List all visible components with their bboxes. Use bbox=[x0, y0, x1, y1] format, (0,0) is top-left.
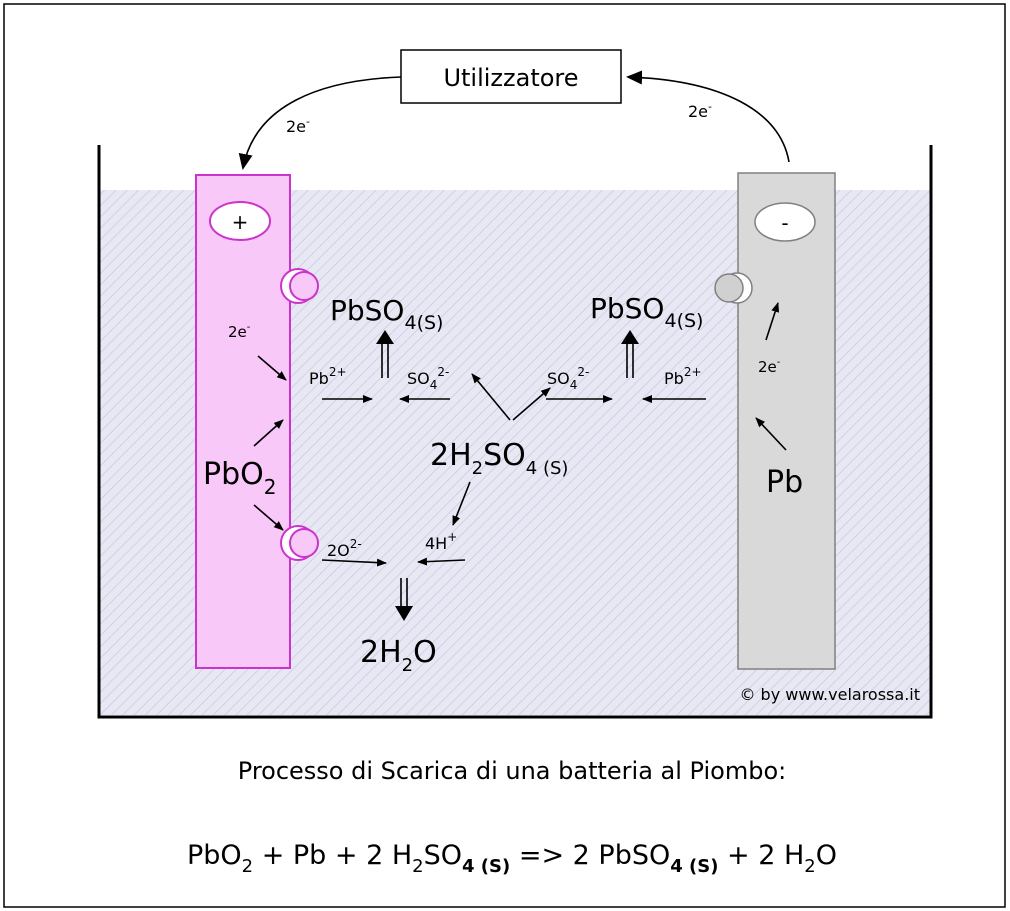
water-arrow-head bbox=[395, 606, 413, 621]
arrow-acid-to-so4-right bbox=[512, 387, 551, 421]
positive-plate bbox=[195, 174, 291, 669]
reactant-acid: 2H2SO4 (S) bbox=[430, 438, 568, 479]
precipitate-arrow-left bbox=[381, 340, 389, 378]
ion-so4-right: SO42- bbox=[547, 365, 589, 392]
anode-material: PbO2 bbox=[203, 457, 276, 499]
electron-label-left-plate: 2e- bbox=[228, 322, 251, 341]
positive-terminal bbox=[209, 201, 271, 241]
arrow-acid-to-so4-left bbox=[471, 373, 511, 421]
electron-label-right-top: 2e- bbox=[688, 100, 712, 121]
anode-ion-top bbox=[289, 271, 319, 301]
arrow-pbo2-to-top bbox=[253, 419, 284, 447]
arrow-acid-to-h bbox=[452, 481, 471, 526]
arrow-h bbox=[417, 557, 466, 566]
cathode-ion bbox=[714, 273, 744, 303]
electron-label-right-plate: 2e- bbox=[758, 357, 781, 376]
arrow-o2 bbox=[321, 558, 387, 567]
caption: Processo di Scarica di una batteria al P… bbox=[238, 757, 786, 785]
ion-pb-right: Pb2+ bbox=[664, 365, 702, 388]
negative-terminal bbox=[754, 202, 816, 242]
overall-equation: PbO2 + Pb + 2 H2SO4 (S) => 2 PbSO4 (S) +… bbox=[187, 840, 837, 877]
ion-so4-left: SO42- bbox=[407, 365, 449, 392]
positive-sign: + bbox=[232, 210, 249, 234]
product-water: 2H2O bbox=[360, 635, 437, 676]
battery-container bbox=[97, 145, 933, 719]
load-box bbox=[400, 49, 622, 104]
negative-sign: - bbox=[781, 211, 788, 235]
arrow-pbo2-to-bottom bbox=[253, 504, 284, 531]
electron-label-left-top: 2e- bbox=[286, 115, 310, 136]
precipitate-arrow-right bbox=[626, 340, 634, 378]
external-current-arrow-right bbox=[626, 70, 790, 163]
product-pbso4-right: PbSO4(S) bbox=[590, 292, 703, 332]
negative-plate bbox=[737, 172, 836, 670]
product-pbso4-left: PbSO4(S) bbox=[330, 294, 443, 334]
ion-o2: 2O2- bbox=[327, 537, 362, 560]
water-arrow bbox=[400, 578, 408, 610]
load-label: Utilizzatore bbox=[443, 64, 578, 92]
anode-ion-bottom bbox=[289, 528, 319, 558]
precipitate-arrow-right-head bbox=[621, 330, 639, 344]
electron-arrow-anode-top bbox=[257, 355, 287, 381]
copyright: © by www.velarossa.it bbox=[739, 685, 920, 704]
electron-arrow-cathode bbox=[765, 302, 780, 341]
precipitate-arrow-left-head bbox=[376, 330, 394, 344]
cathode-material: Pb bbox=[766, 465, 803, 500]
arrow-pb-to-surface bbox=[755, 417, 787, 451]
ion-pb-left: Pb2+ bbox=[309, 365, 347, 388]
ion-h: 4H+ bbox=[425, 530, 457, 553]
external-current-arrow-left bbox=[238, 76, 402, 170]
